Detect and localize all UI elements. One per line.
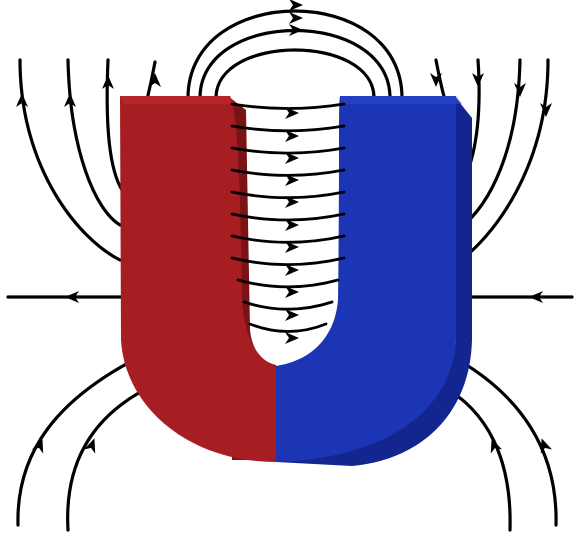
field-line-left-2 [68, 60, 120, 225]
field-arrow-icon [285, 332, 299, 344]
field-line-lower-right-1 [455, 358, 556, 525]
field-arrow-icon [289, 0, 303, 11]
field-line-gap [232, 104, 344, 109]
north-pole-top-bevel [120, 96, 236, 104]
field-arrow-icon [285, 309, 299, 321]
south-pole-top-bevel [340, 96, 462, 104]
field-line-gap [232, 236, 344, 242]
field-line-top-3 [216, 50, 374, 98]
horseshoe-magnet [120, 96, 472, 466]
field-arrow-icon [289, 12, 303, 24]
field-line-gap [232, 148, 344, 153]
field-line-gap [250, 324, 326, 332]
field-line-gap [232, 170, 344, 175]
field-line-gap [238, 280, 338, 287]
field-line-lower-left-2 [68, 388, 148, 530]
field-line-gap [244, 302, 332, 309]
field-line-gap [232, 214, 344, 220]
field-line-gap [232, 192, 344, 198]
field-line-gap [232, 126, 344, 131]
field-line-gap [232, 258, 344, 265]
field-line-lower-left-1 [18, 362, 130, 525]
field-line-top-2 [200, 31, 390, 99]
